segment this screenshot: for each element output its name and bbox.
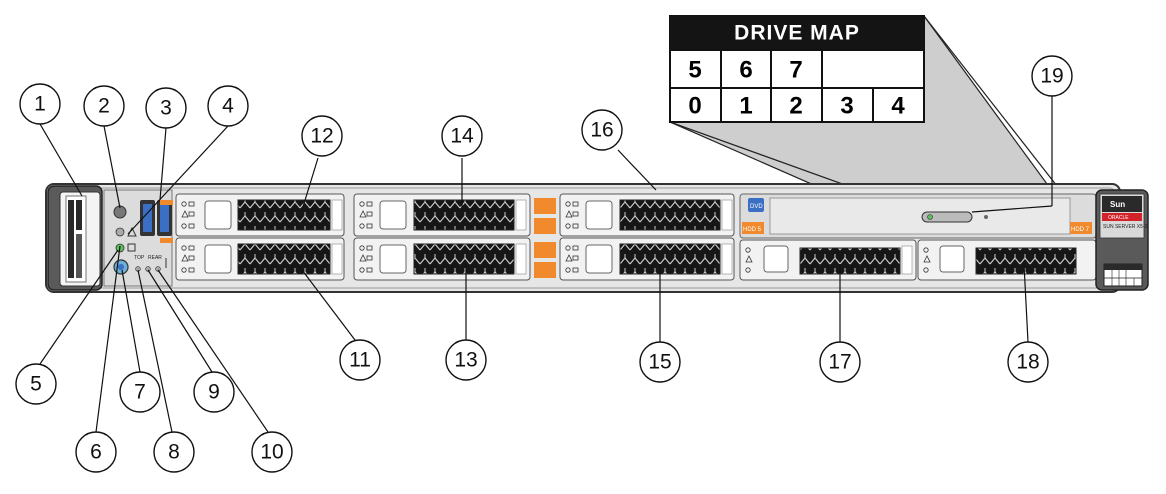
callout-7: 7	[134, 381, 146, 404]
callout-3: 3	[160, 97, 172, 120]
drive-map-cell-7: 7	[789, 57, 802, 84]
bay-tags	[534, 198, 556, 278]
callout-19: 19	[1040, 65, 1063, 88]
drive-map-cell-1: 1	[739, 93, 752, 120]
server-model-label: SUN SERVER X5-2	[1103, 224, 1148, 230]
panel-label-top: TOP	[134, 255, 145, 261]
callout-1: 1	[34, 93, 46, 116]
drive-map-title: DRIVE MAP	[734, 22, 860, 45]
drive-grille-12	[237, 199, 331, 231]
callout-16: 16	[590, 119, 613, 142]
oracle-logo: ORACLE	[1108, 215, 1129, 221]
callout-8: 8	[168, 441, 180, 464]
drive-map-cell-5: 5	[688, 57, 701, 84]
hdd5-label: HDD 5	[743, 227, 762, 233]
callout-14: 14	[450, 125, 474, 148]
drive-grille-14	[413, 199, 515, 231]
callout-12: 12	[310, 125, 333, 148]
service-led-icon	[115, 227, 125, 237]
left-rack-ear	[47, 185, 103, 291]
drive-grille-11	[237, 243, 331, 275]
callout-4: 4	[222, 95, 234, 118]
drive-map-cell-3: 3	[840, 93, 853, 120]
drive-grille-18	[975, 247, 1077, 275]
drive-bay-row-upper	[175, 193, 735, 237]
callout-17: 17	[828, 351, 851, 374]
callouts: 1 2 3 4 5 6 7 8 9 10 11 12 13 14 15 16 1…	[15, 55, 1073, 473]
drive-grille-16	[619, 199, 721, 231]
right-rack-ear: Sun ORACLE SUN SERVER X5-2	[1095, 189, 1149, 291]
callout-11: 11	[349, 349, 371, 372]
callout-2: 2	[98, 95, 110, 118]
callout-5: 5	[30, 373, 42, 396]
callout-9: 9	[208, 381, 220, 404]
drive-status-leds	[181, 201, 931, 273]
callout-15: 15	[648, 351, 671, 374]
drive-map-cell-4: 4	[891, 93, 905, 120]
dvd-bay: DVD HDD 5 HDD 7	[739, 193, 1097, 239]
callout-18: 18	[1016, 351, 1039, 374]
panel-label-rear: REAR	[148, 255, 162, 261]
drive-bay-row-lower	[175, 237, 1097, 281]
drive-map-table: DRIVE MAP 5 6 7 0 1 2 3 4	[669, 15, 925, 123]
callout-6: 6	[90, 441, 102, 464]
callout-13: 13	[454, 349, 477, 372]
dvd-label: DVD	[750, 204, 763, 210]
hdd7-label: HDD 7	[1071, 227, 1090, 233]
dvd-eject-slot	[921, 211, 973, 223]
callout-10: 10	[260, 441, 283, 464]
drive-map-cell-2: 2	[789, 93, 802, 120]
drive-grille-15	[619, 243, 721, 275]
drive-map-cell-0: 0	[688, 93, 701, 120]
drive-grille-17	[799, 247, 901, 275]
leader-lines	[39, 96, 1053, 433]
drive-grille-13	[413, 243, 515, 275]
sun-logo: Sun	[1110, 200, 1125, 209]
drive-map-cell-6: 6	[739, 57, 752, 84]
